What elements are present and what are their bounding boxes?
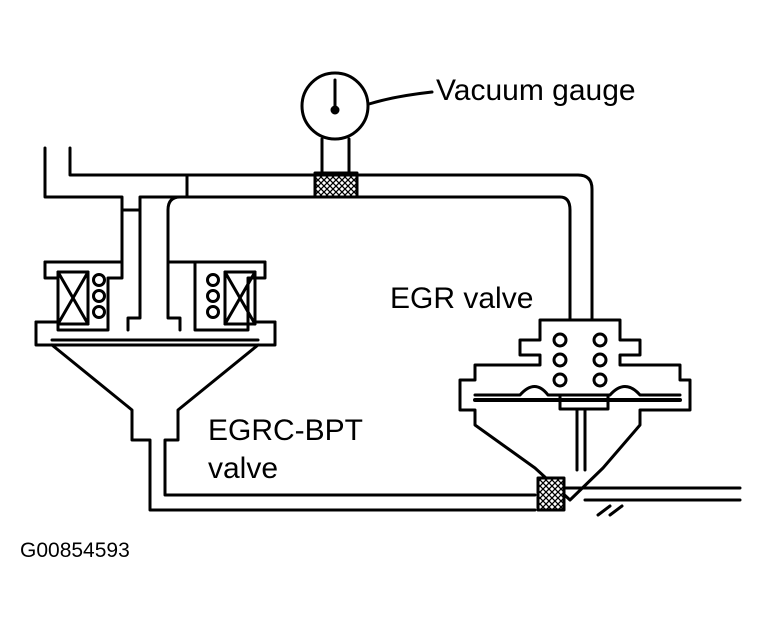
vacuum-hose-network [43,146,594,322]
egrc-bpt-label-line2: valve [208,452,278,485]
vacuum-gauge-label: Vacuum gauge [436,74,636,107]
egrc-bpt-valve [34,241,537,512]
egr-valve-label: EGR valve [390,282,533,315]
egrc-bpt-label-line1: EGRC-BPT [208,414,363,447]
vacuum-gauge-icon [300,71,434,199]
egr-valve [458,318,742,517]
figure-code: G00854593 [20,539,130,562]
